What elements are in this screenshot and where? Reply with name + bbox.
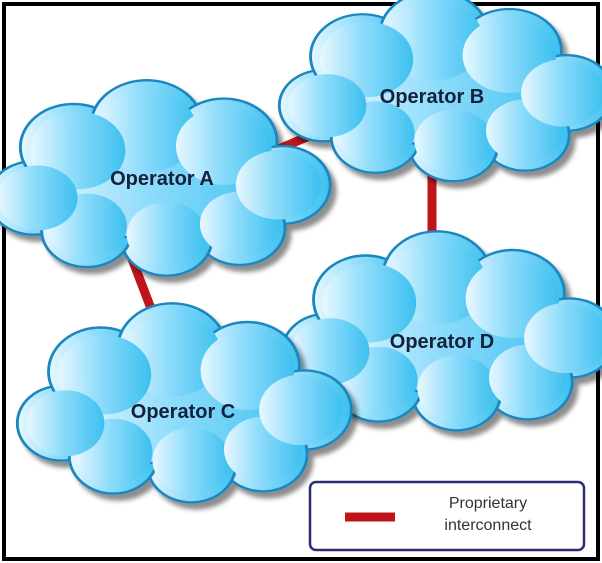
operator-d-label: Operator D [390,331,494,353]
cloud-operator-a [0,78,332,278]
legend-label-line1: Proprietary [449,495,527,512]
cloud-operator-c [15,301,353,504]
cloud-operator-b [277,0,602,183]
legend-box: Proprietary interconnect [308,480,586,552]
legend-label-line2: interconnect [444,517,532,534]
cloud-operator-d [280,229,602,432]
operator-b-label: Operator B [380,86,484,108]
operator-a-label: Operator A [110,168,214,190]
operator-c-label: Operator C [131,401,235,423]
